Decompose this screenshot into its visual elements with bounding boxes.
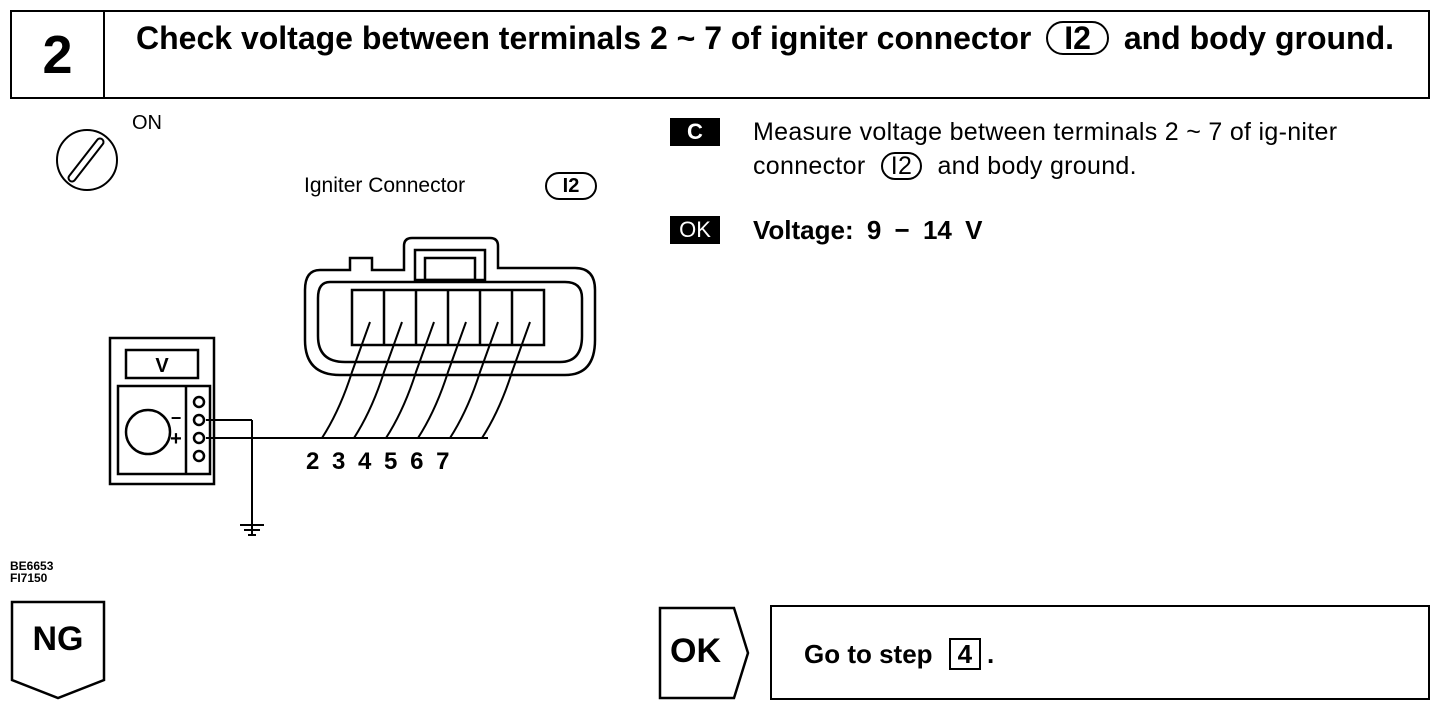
measure-text-2: and body ground.	[937, 152, 1137, 180]
step-title: Check voltage between terminals 2 ~ 7 of…	[136, 20, 1416, 57]
connector-label-code: I2	[545, 172, 597, 200]
ok-tag: OK	[670, 216, 720, 244]
step-number: 2	[12, 12, 105, 97]
go-to-step-text: Go to step 4.	[804, 638, 994, 670]
ok-box-icon	[658, 606, 750, 700]
measure-instruction: Measure voltage between terminals 2 ~ 7 …	[753, 115, 1423, 183]
ignition-on-label: ON	[132, 112, 162, 134]
connector-housing-icon	[303, 236, 597, 377]
voltmeter-icon	[108, 336, 216, 486]
voltage-spec: Voltage: 9 − 14 V	[753, 215, 983, 245]
step-header: 2 Check voltage between terminals 2 ~ 7 …	[10, 10, 1430, 99]
measure-connector-code: I2	[880, 152, 923, 180]
go-to-step-badge: 4	[948, 638, 982, 670]
figure-code-1: BE6653	[10, 559, 54, 573]
figure-codes: BE6653 FI7150	[10, 560, 53, 584]
figure-code-2: FI7150	[10, 571, 48, 585]
check-tag: C	[670, 118, 720, 146]
probe-leads-icon	[206, 321, 531, 536]
ng-box-icon	[10, 600, 106, 700]
ignition-switch-icon	[56, 129, 118, 191]
pin-numbers: 2 3 4 5 6 7	[306, 448, 450, 475]
go-to-label: Go to step	[804, 639, 933, 669]
meter-minus: −	[171, 408, 182, 428]
connector-label: Igniter Connector	[304, 174, 466, 197]
meter-label: V	[155, 355, 169, 377]
ng-label: NG	[32, 620, 84, 658]
measure-text-1: Measure voltage between terminals 2 ~ 7 …	[753, 118, 1338, 180]
meter-plus: +	[170, 428, 182, 450]
result-box	[770, 605, 1430, 700]
go-to-end: .	[987, 639, 995, 669]
igniter-connector-diagram: V − +	[56, 129, 597, 536]
step-title-text-2: and body ground.	[1123, 20, 1395, 56]
ok-label: OK	[670, 632, 721, 670]
connector-code-badge: I2	[1046, 21, 1109, 55]
step-title-text-1: Check voltage between terminals 2 ~ 7 of…	[136, 20, 1032, 56]
